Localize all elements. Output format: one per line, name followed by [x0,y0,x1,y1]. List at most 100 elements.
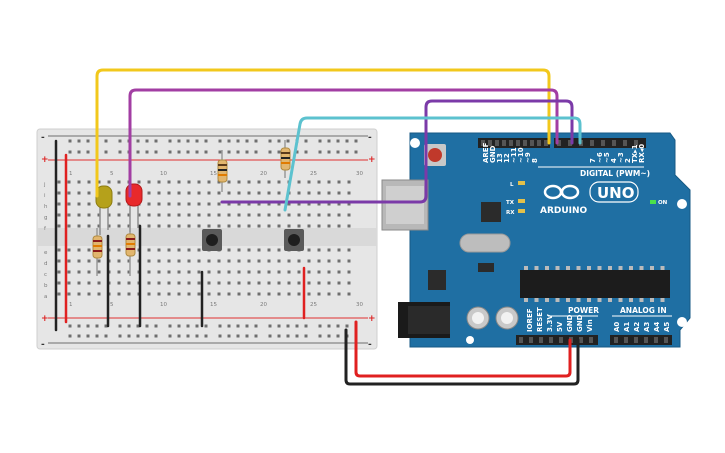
breadboard-hole [187,292,191,296]
chip-pin [608,298,612,302]
rail-hole [268,139,272,143]
breadboard-hole [347,191,351,195]
resistor-icon[interactable] [280,140,291,178]
header-hole [539,337,543,343]
rail-hole [204,324,208,328]
digital-pin-label: 12 [503,153,511,163]
col-num: 30 [356,302,363,308]
wire-yellow-pin12[interactable] [95,68,551,198]
rail-hole [286,139,290,143]
breadboard-hole [227,281,231,285]
breadboard-hole [227,191,231,195]
rail-hole [345,139,349,143]
header-hole [634,140,638,146]
breadboard-hole [227,202,231,206]
digital-pin-label: ~9 [524,152,532,163]
breadboard-hole [157,270,161,274]
breadboard-hole [147,180,151,184]
rail-hole [277,334,281,338]
wire-magenta-pin11[interactable] [128,88,559,198]
rail-hole [104,334,108,338]
breadboard-hole [157,259,161,263]
power-pin-label: GND [566,314,574,332]
breadboard-hole [57,180,61,184]
pushbutton-icon[interactable] [202,229,222,251]
on-led [650,200,656,204]
breadboard-hole [337,259,341,263]
rail-hole [136,139,140,143]
breadboard-hole [347,281,351,285]
rail-hole [118,150,122,154]
breadboard-hole [297,191,301,195]
bottom-minus-sign-right: - [368,340,372,350]
rail-hole [154,150,158,154]
resistor-icon[interactable] [92,228,103,276]
breadboard-hole [307,259,311,263]
rail-hole [304,334,308,338]
breadboard-hole [297,270,301,274]
breadboard-hole [177,213,181,217]
breadboard-hole [167,292,171,296]
wire-black-gnd[interactable] [344,328,580,386]
rail-hole [304,324,308,328]
breadboard-hole [337,281,341,285]
breadboard-hole [67,180,71,184]
rail-hole [118,139,122,143]
chip-pin [524,298,528,302]
resistor-icon[interactable] [125,226,136,276]
rail-hole [136,334,140,338]
pushbutton-icon[interactable] [284,229,304,251]
breadboard-hole [317,180,321,184]
breadboard-hole [87,281,91,285]
header-hole [523,140,527,146]
breadboard-hole [347,259,351,263]
breadboard-hole [167,180,171,184]
breadboard-hole [317,248,321,252]
chip-pin [597,266,602,270]
rail-hole [145,150,149,154]
rail-hole [295,150,299,154]
header-hole [549,337,553,343]
rail-hole [136,150,140,154]
wire-red-5v[interactable] [354,320,572,378]
wire-purple-pin9[interactable] [220,99,574,204]
wire-cyan-pin8[interactable] [283,116,582,212]
rail-hole [218,139,222,143]
breadboard-hole [337,213,341,217]
breadboard-hole [227,292,231,296]
rail-hole [327,139,331,143]
breadboard-hole [327,248,331,252]
tx-label: TX [506,200,515,206]
rail-hole [168,324,172,328]
rail-hole [277,324,281,328]
breadboard-hole [317,281,321,285]
breadboard-hole [267,213,271,217]
breadboard-hole [187,248,191,252]
breadboard-hole [167,248,171,252]
rail-hole [195,324,199,328]
rx-led [518,209,525,213]
top-minus-sign: - [41,133,45,143]
breadboard-hole [127,213,131,217]
header-hole [509,140,513,146]
breadboard-hole [307,202,311,206]
rail-hole [145,334,149,338]
chip-pin [660,266,665,270]
breadboard-hole [127,270,131,274]
breadboard-hole [277,248,281,252]
rail-hole [295,324,299,328]
breadboard-hole [257,292,261,296]
header-hole [624,337,628,343]
breadboard-hole [127,292,131,296]
breadboard-hole [337,292,341,296]
reset-button[interactable] [428,148,442,162]
chip-pin [534,298,539,302]
row-letter: g [44,215,48,221]
row-letter: b [44,283,48,289]
breadboard-hole [167,202,171,206]
resistor-icon[interactable] [217,150,228,192]
breadboard-hole [277,281,281,285]
rail-hole [104,139,108,143]
